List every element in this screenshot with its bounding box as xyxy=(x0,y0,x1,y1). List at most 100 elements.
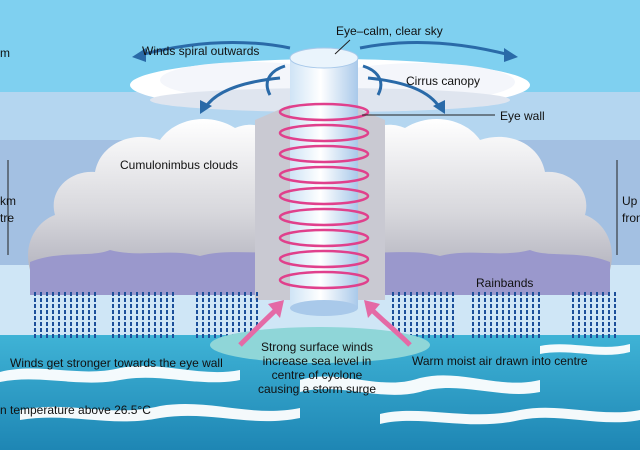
rain-dot xyxy=(250,304,252,308)
rain-dot xyxy=(238,322,240,326)
rain-dot xyxy=(502,316,504,320)
rain-dot xyxy=(118,298,120,302)
rain-dot xyxy=(416,328,418,332)
rain-dot xyxy=(76,322,78,326)
rain-dot xyxy=(166,304,168,308)
spiral-winds xyxy=(278,102,370,290)
rain-dot xyxy=(172,304,174,308)
rain-dot xyxy=(490,292,492,296)
rain-dot xyxy=(52,334,54,338)
rain-dot xyxy=(452,310,454,314)
rain-dot xyxy=(410,316,412,320)
rain-dot xyxy=(572,316,574,320)
rain-dot xyxy=(614,292,616,296)
rain-dot xyxy=(88,322,90,326)
rain-dot xyxy=(484,316,486,320)
rain-dot xyxy=(422,334,424,338)
rain-dot xyxy=(130,310,132,314)
rain-dot xyxy=(472,328,474,332)
rain-dot xyxy=(410,298,412,302)
rain-dot xyxy=(226,292,228,296)
rain-dot xyxy=(232,292,234,296)
rain-dot xyxy=(596,298,598,302)
rain-dot xyxy=(82,298,84,302)
rain-dot xyxy=(202,328,204,332)
rain-dot xyxy=(76,328,78,332)
rain-dot xyxy=(232,298,234,302)
rain-dot xyxy=(208,322,210,326)
rain-dot xyxy=(520,298,522,302)
rain-dot xyxy=(52,292,54,296)
label-right-fragment1: Up xyxy=(622,194,638,208)
rain-dot xyxy=(76,334,78,338)
rain-dot xyxy=(88,310,90,314)
rain-dot xyxy=(58,334,60,338)
rain-dot xyxy=(572,304,574,308)
rain-dot xyxy=(404,304,406,308)
rain-dot xyxy=(112,292,114,296)
label-cirrus-canopy: Cirrus canopy xyxy=(406,74,481,88)
rain-dot xyxy=(76,316,78,320)
rain-dot xyxy=(34,304,36,308)
rain-dot xyxy=(256,298,258,302)
rain-dot xyxy=(196,304,198,308)
rain-dot xyxy=(526,322,528,326)
rain-dot xyxy=(214,334,216,338)
rain-dot xyxy=(118,322,120,326)
rain-dot xyxy=(88,304,90,308)
rain-dot xyxy=(52,322,54,326)
rain-dot xyxy=(76,298,78,302)
rain-dot xyxy=(46,292,48,296)
rain-dot xyxy=(112,316,114,320)
rain-dot xyxy=(608,310,610,314)
label-right-fragment2: fron xyxy=(622,211,640,225)
rain-dot xyxy=(88,334,90,338)
rain-dot xyxy=(398,304,400,308)
rain-dot xyxy=(244,298,246,302)
rain-dot xyxy=(484,292,486,296)
rain-dot xyxy=(220,328,222,332)
rain-dot xyxy=(34,316,36,320)
rain-dot xyxy=(112,310,114,314)
rain-dot xyxy=(94,298,96,302)
rain-dot xyxy=(596,316,598,320)
rain-dot xyxy=(526,304,528,308)
rain-dot xyxy=(572,322,574,326)
rain-dot xyxy=(220,310,222,314)
rain-dot xyxy=(40,304,42,308)
rain-dot xyxy=(590,316,592,320)
rain-dot xyxy=(202,292,204,296)
rain-dot xyxy=(256,316,258,320)
rain-dot xyxy=(154,334,156,338)
rain-dot xyxy=(154,328,156,332)
rain-dot xyxy=(58,304,60,308)
rain-dot xyxy=(478,304,480,308)
rain-dot xyxy=(526,310,528,314)
rain-dot xyxy=(142,298,144,302)
rain-dot xyxy=(76,304,78,308)
rain-dot xyxy=(64,328,66,332)
rain-dot xyxy=(214,298,216,302)
rain-dot xyxy=(410,310,412,314)
rain-dot xyxy=(130,328,132,332)
rain-dot xyxy=(34,298,36,302)
rain-dot xyxy=(70,334,72,338)
rain-dot xyxy=(422,316,424,320)
rain-dot xyxy=(446,304,448,308)
eye-pointer xyxy=(334,39,351,55)
rain-dot xyxy=(538,322,540,326)
rain-dot xyxy=(244,322,246,326)
rain-dot xyxy=(398,322,400,326)
rain-dot xyxy=(250,328,252,332)
rain-dot xyxy=(472,310,474,314)
rain-dot xyxy=(446,298,448,302)
rain-dot xyxy=(614,334,616,338)
rain-dot xyxy=(208,328,210,332)
rain-dot xyxy=(502,310,504,314)
rain-dot xyxy=(514,310,516,314)
rain-dot xyxy=(484,334,486,338)
rain-dot xyxy=(452,322,454,326)
rain-dot xyxy=(478,322,480,326)
rain-dot xyxy=(422,304,424,308)
rain-dot xyxy=(472,322,474,326)
